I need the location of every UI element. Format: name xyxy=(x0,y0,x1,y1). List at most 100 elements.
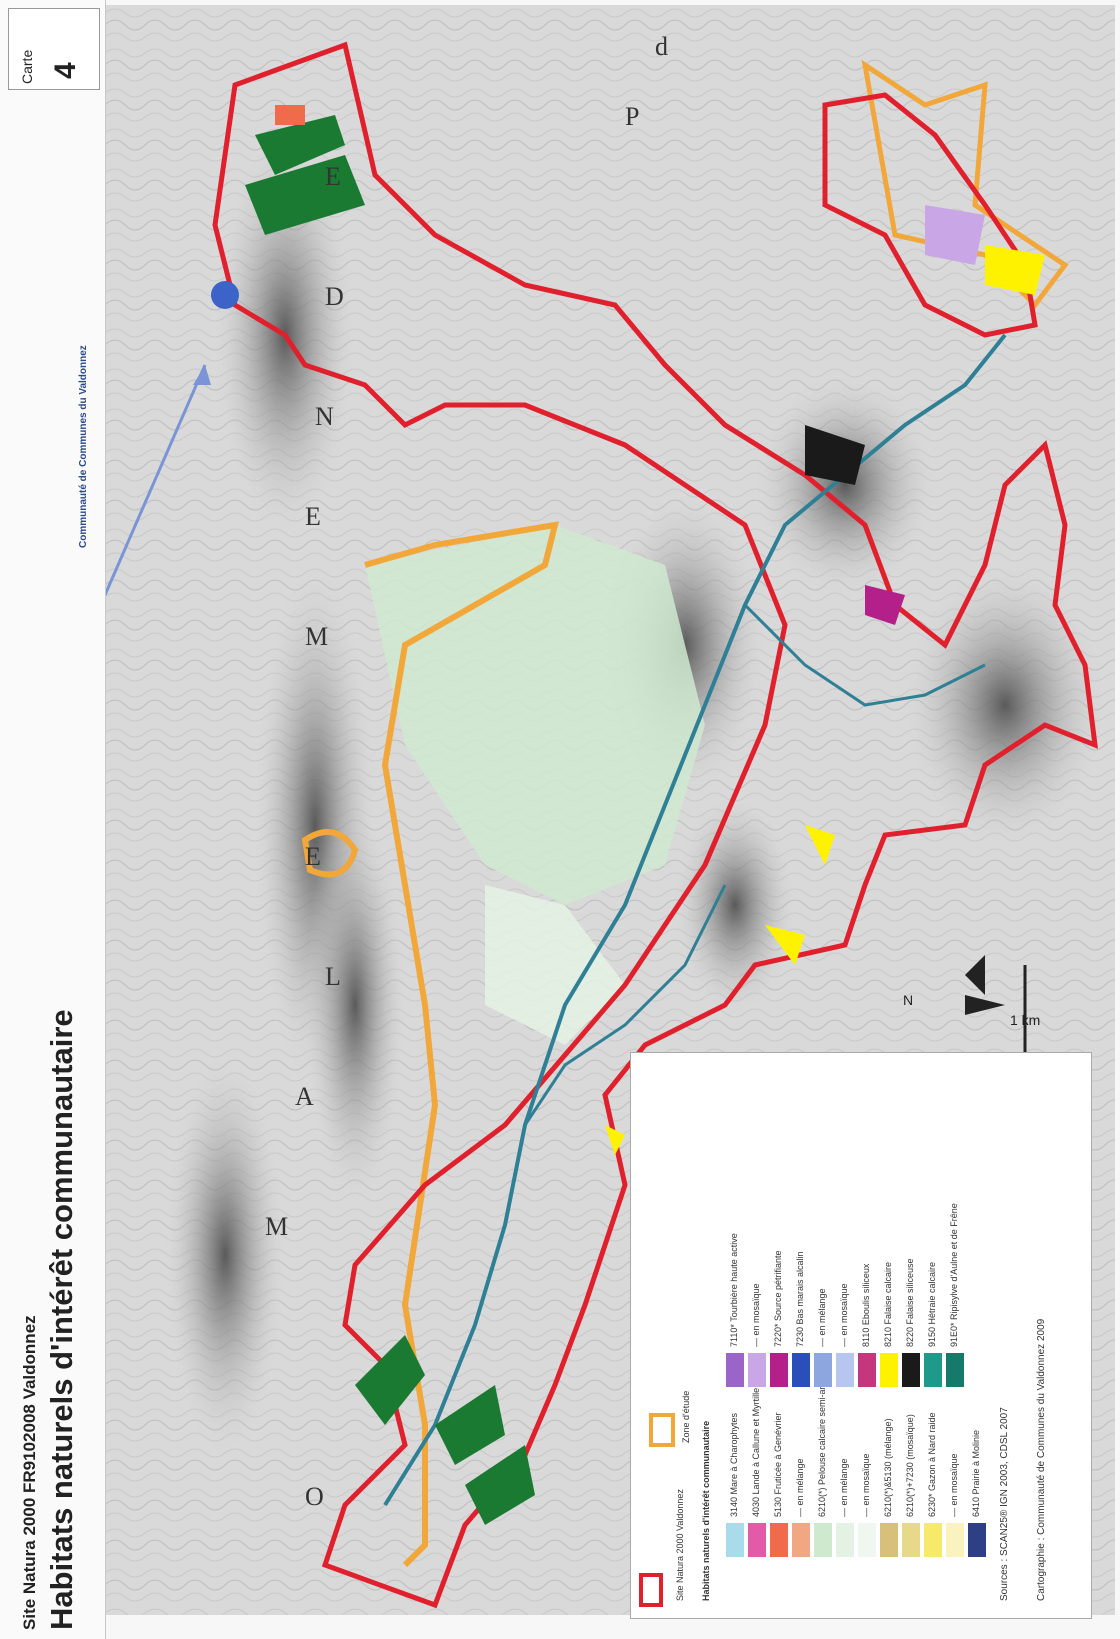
legend-swatch-site xyxy=(639,1573,663,1607)
map-title: Habitats naturels d'intérêt communautair… xyxy=(44,1009,79,1630)
legend-heading: Habitats naturels d'intérêt communautair… xyxy=(701,1420,711,1601)
legend-swatch xyxy=(814,1523,832,1557)
legend-item-label: 9150 Hêtraie calcaire xyxy=(927,1261,937,1347)
map-letter: A xyxy=(295,1082,314,1111)
map-letter: L xyxy=(325,962,341,991)
legend-swatch xyxy=(880,1353,898,1387)
legend-swatch xyxy=(836,1523,854,1557)
habitat-falaise-calcaire[interactable] xyxy=(805,825,835,865)
river-tributary[interactable] xyxy=(743,603,986,707)
habitat-hetraie[interactable] xyxy=(435,1385,505,1465)
habitat-hetraie[interactable] xyxy=(255,115,345,175)
legend-swatch xyxy=(748,1523,766,1557)
map-svg: M A L E M E N D E d P O N xyxy=(105,5,1115,1615)
map-letter: E xyxy=(305,502,321,531)
legend-swatch xyxy=(946,1523,964,1557)
ridge-shadow xyxy=(165,1055,285,1455)
legend-swatch xyxy=(858,1523,876,1557)
legend-swatch xyxy=(968,1523,986,1557)
legend-item-label: — en mosaïque xyxy=(751,1283,761,1347)
legend-item-label: 7220* Source pétrifiante xyxy=(773,1250,783,1347)
legend-item-label: 6230* Gazon à Nard raide xyxy=(927,1412,937,1517)
legend-item-label: 5130 Fruticée à Genévrier xyxy=(773,1412,783,1517)
legend-item-label: 6210(*) Pelouse calcaire semi-aride xyxy=(817,1374,827,1517)
habitat-hetraie[interactable] xyxy=(465,1445,535,1525)
legend-item-label: 4030 Lande à Callune et Myrtille xyxy=(751,1387,761,1517)
legend-swatch xyxy=(792,1523,810,1557)
legend-swatch xyxy=(770,1523,788,1557)
map-letter: N xyxy=(315,402,334,431)
map-letter: E xyxy=(325,162,341,191)
legend-item-label: — en mélange xyxy=(795,1458,805,1517)
habitat-falaise-calcaire[interactable] xyxy=(605,1125,625,1155)
legend-item-label: 8210 Falaise calcaire xyxy=(883,1261,893,1347)
north-arrow: N xyxy=(903,955,1005,1015)
legend-site-label: Site Natura 2000 Valdonnez xyxy=(675,1489,685,1601)
habitat-source[interactable] xyxy=(865,585,905,625)
legend-swatch xyxy=(814,1353,832,1387)
legend-item-label: 6210(*)+7230 (mosaïque) xyxy=(905,1414,915,1517)
habitat-fruticee[interactable] xyxy=(275,105,305,125)
legend-item-label: 7230 Bas marais alcalin xyxy=(795,1251,805,1347)
legend-swatch-study-zone xyxy=(649,1413,675,1447)
legend-swatch xyxy=(880,1523,898,1557)
legend-swatch xyxy=(836,1353,854,1387)
legend-swatch xyxy=(858,1353,876,1387)
legend-item-label: 8110 Eboulis siliceux xyxy=(861,1263,871,1347)
map-number-label: Carte xyxy=(19,49,35,84)
river-tributary[interactable] xyxy=(523,884,727,1126)
pointer-arrowhead xyxy=(193,365,211,385)
scale-bar: 1 km xyxy=(1010,965,1040,1055)
scale-label: 1 km xyxy=(1010,1012,1040,1028)
map-number-box: Carte 4 xyxy=(8,8,100,90)
habitat-falaise-calcaire[interactable] xyxy=(985,245,1045,295)
map-number: 4 xyxy=(49,62,82,79)
legend-sources: Sources : SCAN25® IGN 2003, CDSL 2007 xyxy=(999,1407,1010,1601)
study-zone-outline[interactable] xyxy=(364,521,560,1568)
legend-swatch xyxy=(902,1523,920,1557)
legend-study-zone-label: Zone d'étude xyxy=(681,1390,691,1443)
legend-item-label: — en mosaïque xyxy=(839,1283,849,1347)
site-boundary-east[interactable] xyxy=(822,92,1038,338)
map-letter: d xyxy=(655,32,668,61)
legend-item-label: 3140 Mare à Charophytes xyxy=(729,1412,739,1517)
legend-item-label: 91E0* Ripisylve d'Aulne et de Frêne xyxy=(949,1203,959,1347)
title-margin: Carte 4 Communauté de Communes du Valdon… xyxy=(0,0,106,1639)
habitat-pelouse-mix[interactable] xyxy=(485,885,625,1045)
ridge-shadow xyxy=(305,805,405,1205)
authority-credit: Communauté de Communes du Valdonnez xyxy=(78,345,89,548)
habitat-falaise-calcaire[interactable] xyxy=(765,925,805,965)
legend-item-label: — en mélange xyxy=(839,1458,849,1517)
legend-swatch xyxy=(902,1353,920,1387)
legend-item-label: 6210(*)&5130 (mélange) xyxy=(883,1418,893,1517)
habitat-falaise-siliceuse[interactable] xyxy=(805,425,865,485)
river[interactable] xyxy=(383,333,1007,1507)
habitat-mare[interactable] xyxy=(211,281,239,309)
legend-item-label: — en mélange xyxy=(817,1288,827,1347)
habitat-hetraie[interactable] xyxy=(355,1335,425,1425)
study-zone-islet[interactable] xyxy=(301,829,359,878)
site-code: Site Natura 2000 FR9102008 Valdonnez xyxy=(20,1315,39,1630)
habitat-hetraie[interactable] xyxy=(245,155,365,235)
legend-swatch xyxy=(792,1353,810,1387)
legend-swatch xyxy=(946,1353,964,1387)
legend-swatch xyxy=(924,1353,942,1387)
map-canvas[interactable]: M A L E M E N D E d P O N xyxy=(105,5,1115,1615)
legend-item-label: 6410 Prairie à Molinie xyxy=(971,1429,981,1517)
map-legend: Site Natura 2000 Valdonnez Zone d'étude … xyxy=(630,1052,1092,1619)
legend-cartography: Cartographie : Communauté de Communes du… xyxy=(1036,1318,1047,1601)
ridge-shadow xyxy=(675,795,795,1015)
map-letter: M xyxy=(265,1212,288,1241)
map-lettering: M A L E M E N D E d P O xyxy=(265,32,668,1511)
map-letter: O xyxy=(305,1482,324,1511)
legend-swatch xyxy=(726,1353,744,1387)
legend-swatch xyxy=(748,1353,766,1387)
habitat-tourbiere[interactable] xyxy=(925,205,985,265)
ridge-shadow xyxy=(755,375,935,595)
map-letter: M xyxy=(305,622,328,651)
legend-item-label: 8220 Falaise siliceuse xyxy=(905,1258,915,1347)
map-letter: D xyxy=(325,282,344,311)
legend-item-label: 7110* Tourbière haute active xyxy=(729,1233,739,1347)
north-label: N xyxy=(903,992,913,1008)
